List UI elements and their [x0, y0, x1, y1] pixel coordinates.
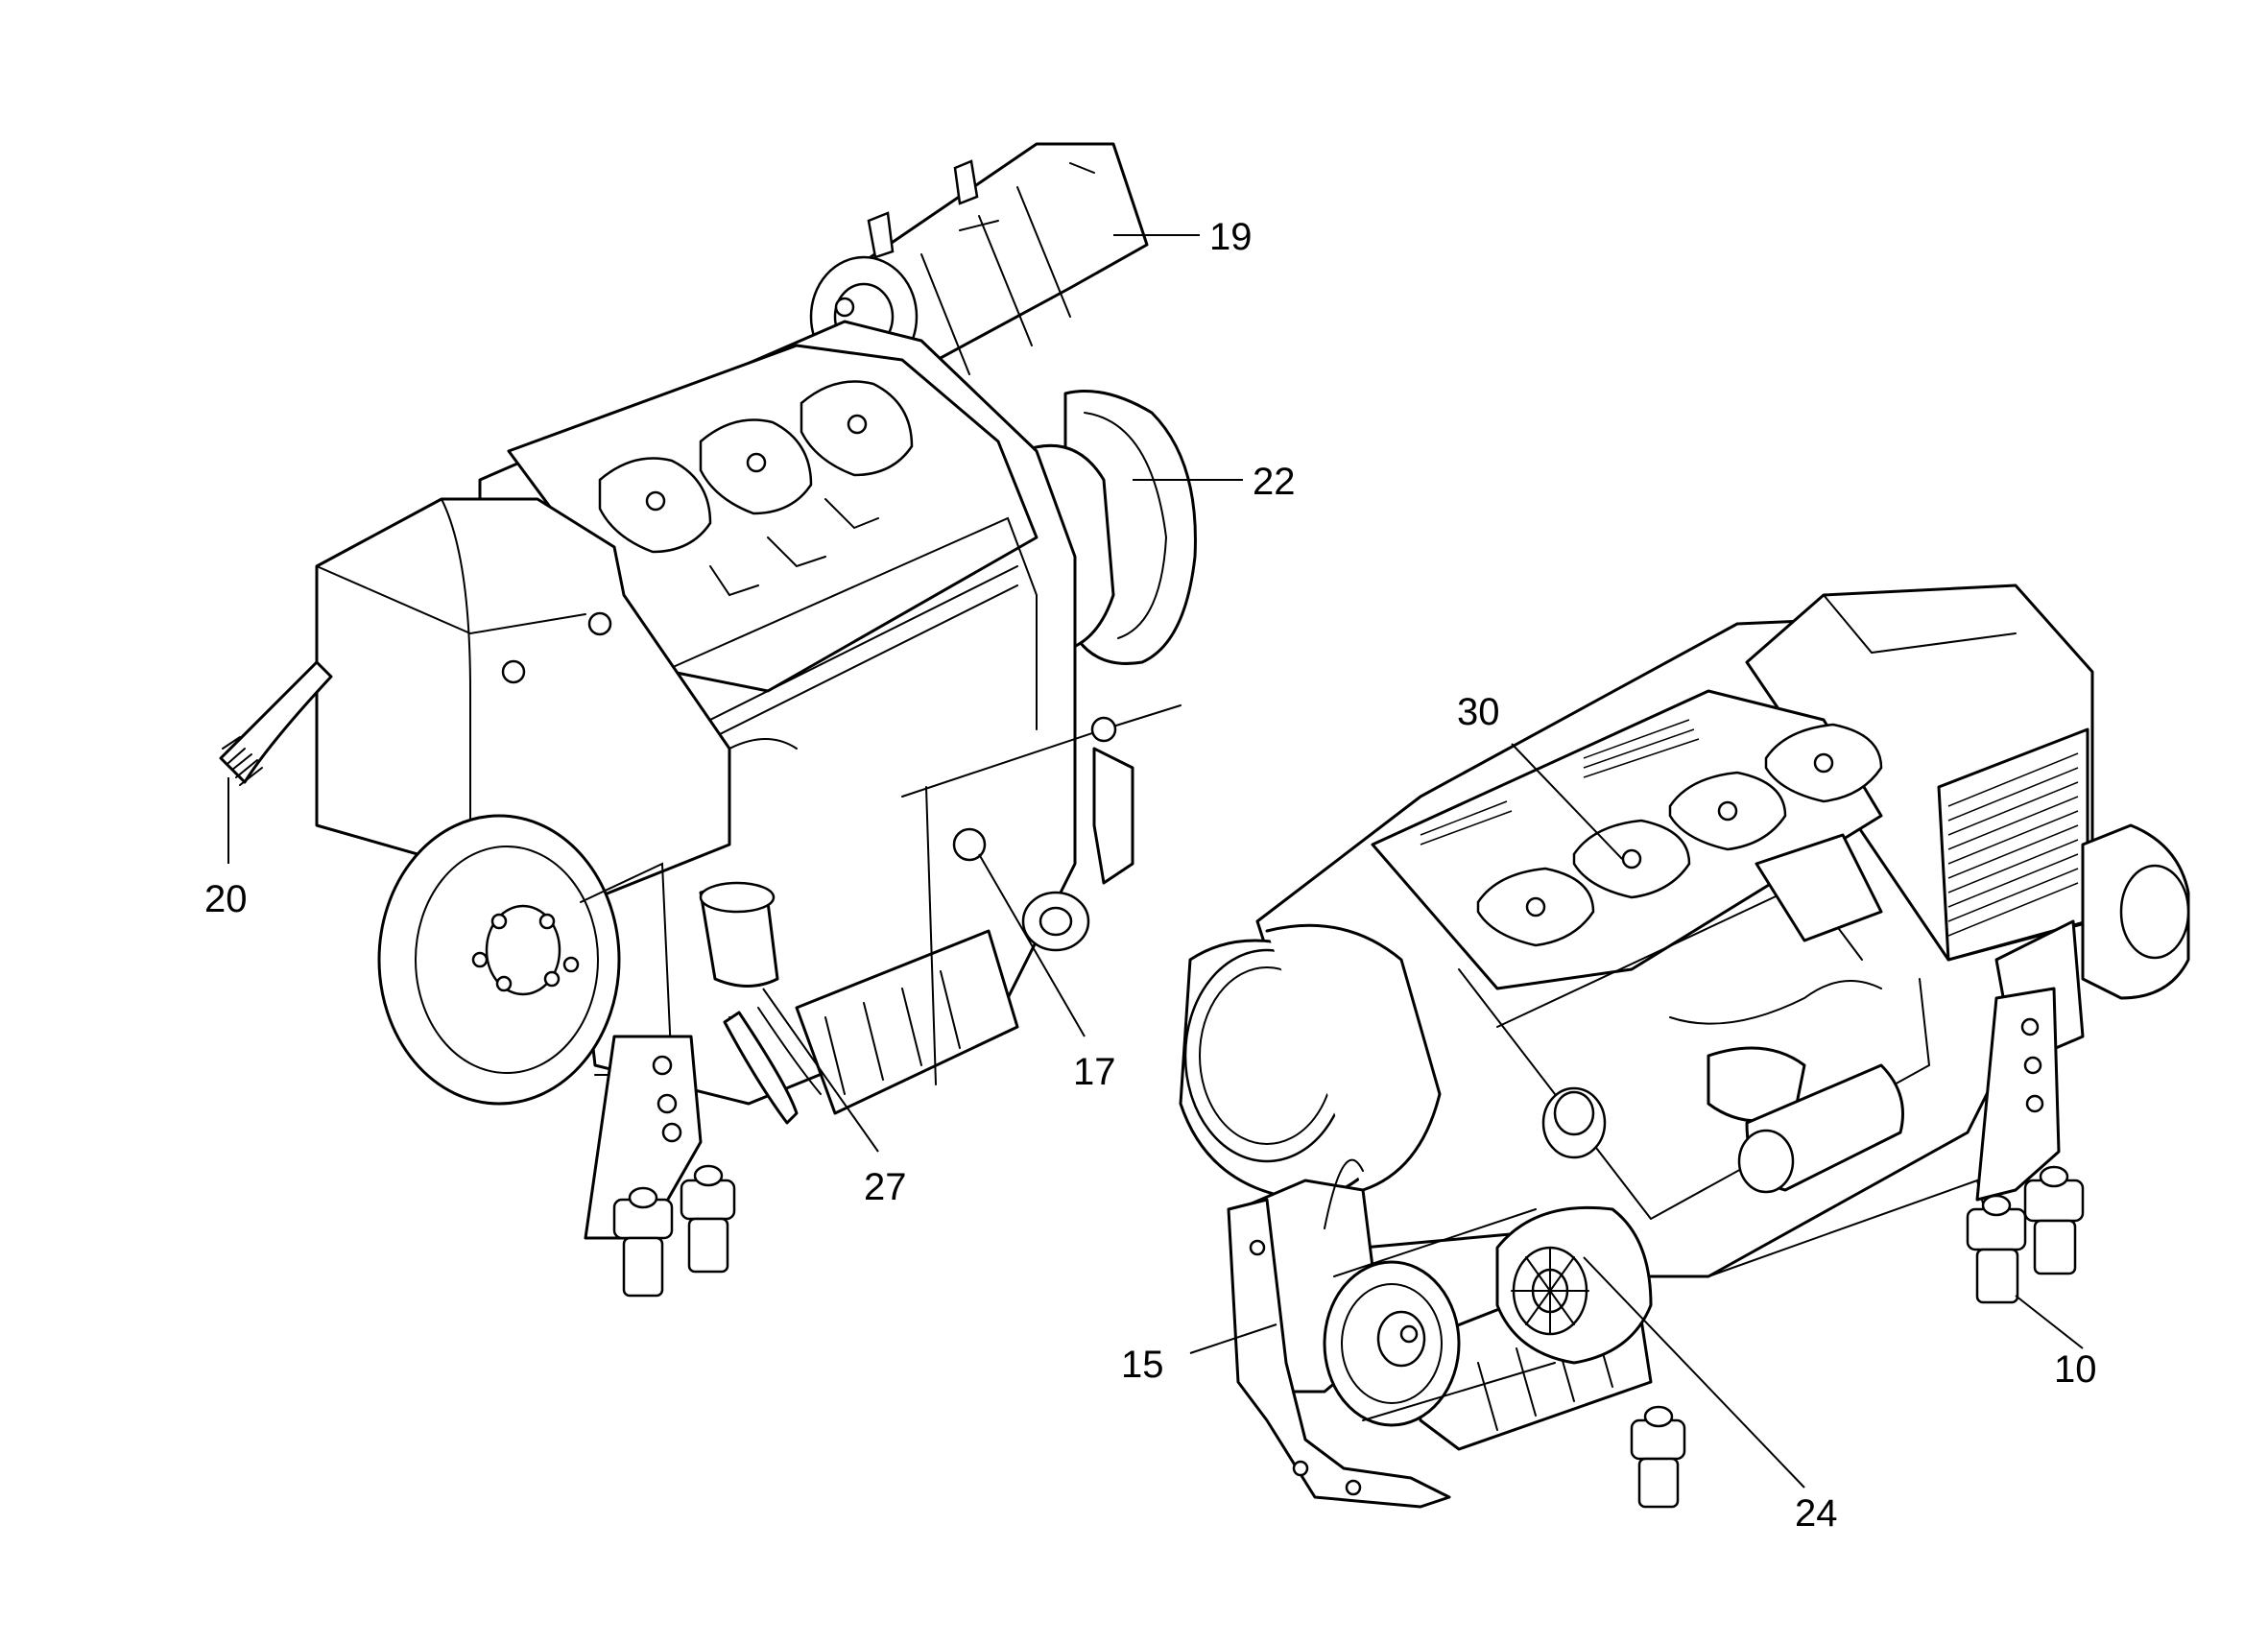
leader-10	[2015, 1295, 2084, 1349]
leader-15	[1189, 1323, 1277, 1354]
right-engine-illustration	[1179, 584, 2190, 1509]
callout-22: 22	[1253, 461, 1296, 503]
leader-27	[762, 988, 879, 1153]
left-engine-mounts	[584, 1035, 736, 1298]
callout-10: 10	[2054, 1348, 2097, 1391]
turbo-housing	[1975, 823, 2190, 1202]
flywheel	[377, 814, 674, 1106]
left-engine-illustration	[219, 142, 1197, 1298]
leader-lines	[227, 234, 2084, 1489]
alternator	[1495, 1205, 1653, 1365]
leader-17	[978, 853, 1086, 1037]
callout-30: 30	[1457, 691, 1500, 733]
crankshaft-pulley	[1236, 1158, 1556, 1427]
callout-24: 24	[1795, 1492, 1838, 1535]
callout-15: 15	[1121, 1344, 1164, 1386]
leader-30	[1511, 743, 1623, 860]
callout-19: 19	[1209, 216, 1253, 258]
cooling-fan	[1179, 923, 1442, 1202]
leader-24	[1583, 1256, 1805, 1489]
exhaust-hose	[219, 660, 333, 786]
left-engine-block	[478, 320, 1182, 1125]
front-bracket	[1227, 1198, 1451, 1509]
callout-20: 20	[204, 878, 248, 920]
callout-labels: 19 22 20 17 27 30 15 24 10	[204, 216, 2097, 1535]
right-engine-block	[1255, 584, 2094, 1451]
callout-17: 17	[1073, 1051, 1116, 1093]
callout-27: 27	[864, 1166, 907, 1208]
right-engine-mounts	[1630, 1165, 2085, 1509]
